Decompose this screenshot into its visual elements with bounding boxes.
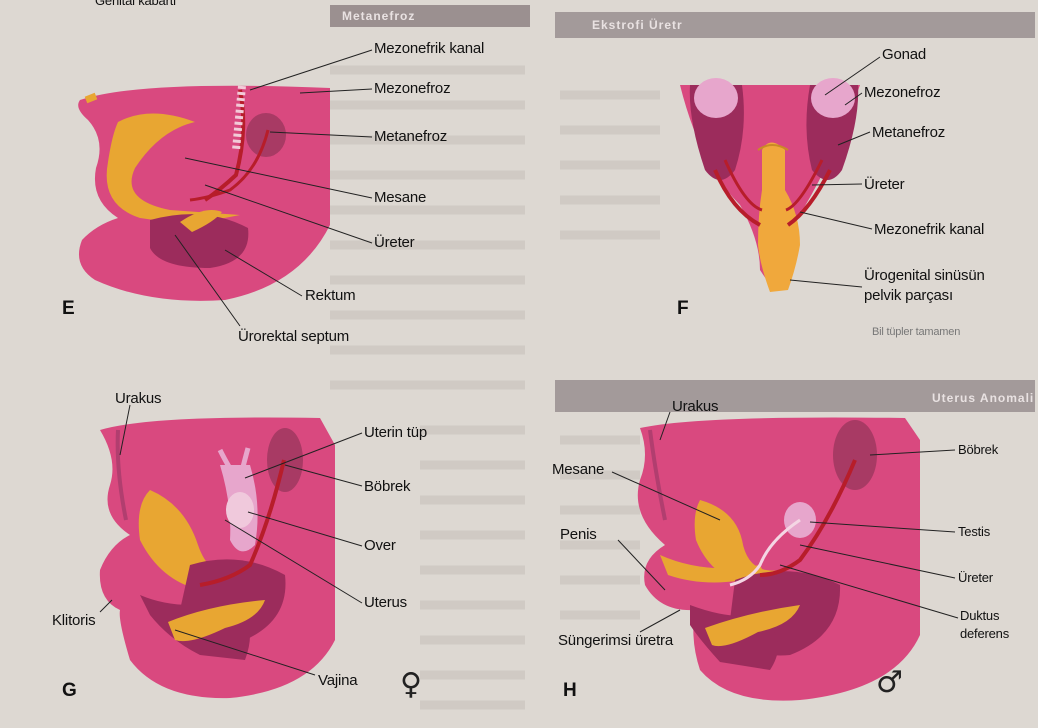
label-f-mezonefroz: Mezonefroz [864,84,940,101]
label-h-deferens: deferens [960,626,1009,641]
label-g-vajina: Vajina [318,672,357,689]
label-e-mezonefroz: Mezonefroz [374,80,450,97]
panel-letter-f: F [677,298,689,320]
female-symbol-icon: ♀ [400,670,422,700]
label-h-penis: Penis [560,526,597,543]
panel-g-drawing [100,418,335,699]
label-g-bobrek: Böbrek [364,478,410,495]
header-left: Metanefroz [330,5,530,27]
label-e-mesane: Mesane [374,189,426,206]
top-caption: Genital kabarti [95,0,176,8]
panel-letter-e: E [62,298,75,320]
label-g-over: Over [364,537,396,554]
marginal-note: Bil tüpler tamamen [872,326,960,338]
header-right-mid: Uterus Anomali [920,387,1038,409]
label-f-urogenital-2: pelvik parçası [864,287,953,304]
label-f-ureter: Üreter [864,176,904,193]
label-e-urorektal-septum: Ürorektal septum [238,328,349,345]
label-g-uterin-tup: Uterin tüp [364,424,427,441]
label-f-metanefroz: Metanefroz [872,124,945,141]
label-g-klitoris: Klitoris [52,612,95,629]
label-h-urakus: Urakus [672,398,718,415]
label-h-bobrek: Böbrek [958,442,998,457]
label-g-uterus: Uterus [364,594,407,611]
label-e-mezonefrik-kanal: Mezonefrik kanal [374,40,484,57]
panel-e-drawing [78,86,330,301]
label-g-urakus: Urakus [115,390,161,407]
panel-letter-g: G [62,680,77,702]
label-h-testis: Testis [958,524,990,539]
panel-letter-h: H [563,680,577,702]
label-h-sungerimsi-uretra: Süngerimsi üretra [558,632,673,649]
panel-h-drawing [638,417,920,700]
label-h-mesane: Mesane [552,461,604,478]
label-h-duktus: Duktus [960,608,999,623]
label-f-urogenital-1: Ürogenital sinüsün [864,267,985,284]
male-symbol-icon: ♂ [876,668,903,698]
label-h-ureter: Üreter [958,570,993,585]
label-f-gonad: Gonad [882,46,926,63]
label-e-metanefroz: Metanefroz [374,128,447,145]
header-right-top: Ekstrofi Üretr [580,14,780,36]
label-e-rektum: Rektum [305,287,355,304]
label-f-mezonefrik-kanal: Mezonefrik kanal [874,221,984,238]
label-e-ureter: Üreter [374,234,414,251]
